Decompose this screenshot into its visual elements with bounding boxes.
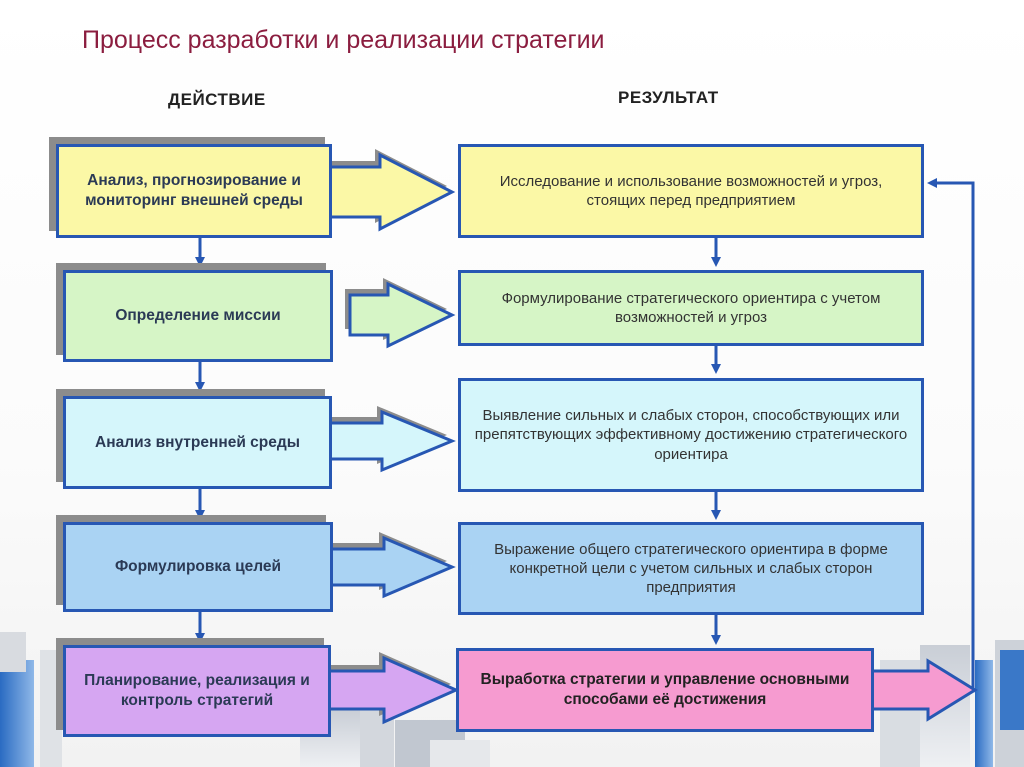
result-text-2: Формулирование стратегического ориентира… <box>501 289 881 326</box>
action-box-4: Формулировка целей <box>63 522 333 612</box>
result-box-3: Выявление сильных и слабых сторон, спосо… <box>458 378 924 492</box>
result-box-2: Формулирование стратегического ориентира… <box>458 270 924 346</box>
result-text-3: Выявление сильных и слабых сторон, спосо… <box>474 407 908 463</box>
result-box-4: Выражение общего стратегического ориенти… <box>458 522 924 615</box>
action-text-4: Формулировка целей <box>114 558 282 576</box>
result-text-4: Выражение общего стратегического ориенти… <box>494 540 888 597</box>
action-box-3: Анализ внутренней среды <box>63 396 332 489</box>
action-text-3: Анализ внутренней среды <box>95 433 300 451</box>
result-box-1: Исследование и использование возможносте… <box>458 144 924 238</box>
action-box-2: Определение миссии <box>63 270 333 362</box>
page-title: Процесс разработки и реализации стратеги… <box>82 26 605 54</box>
action-text-1: Анализ, прогнозирование и мониторинг вне… <box>85 172 303 209</box>
result-box-5: Выработка стратегии и управление основны… <box>456 648 874 732</box>
action-box-1: Анализ, прогнозирование и мониторинг вне… <box>56 144 332 238</box>
action-box-5: Планирование, реализация и контроль стра… <box>63 645 331 737</box>
action-text-5: Планирование, реализация и контроль стра… <box>84 672 310 709</box>
result-text-1: Исследование и использование возможносте… <box>499 172 883 209</box>
result-column-header: РЕЗУЛЬТАТ <box>618 88 719 107</box>
action-text-2: Определение миссии <box>115 307 281 325</box>
action-column-header: ДЕЙСТВИЕ <box>168 90 266 109</box>
result-text-5: Выработка стратегии и управление основны… <box>480 671 850 708</box>
